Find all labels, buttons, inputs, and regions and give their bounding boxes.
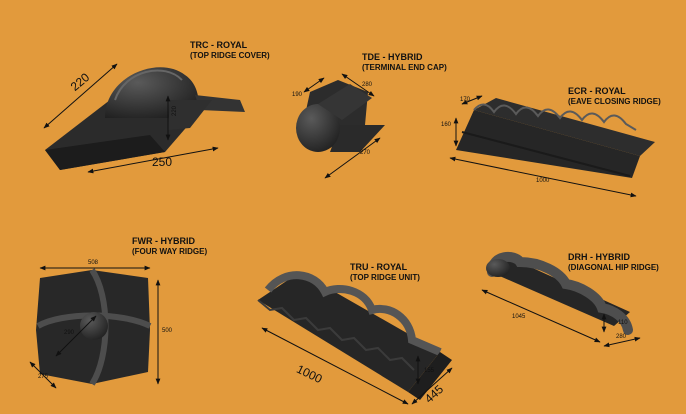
drh-dim-length: 1045 <box>512 314 526 320</box>
drh-label: DRH - HYBRID (DIAGONAL HIP RIDGE) <box>568 252 659 272</box>
ecr-tile <box>456 98 655 178</box>
trc-dim-width: 250 <box>152 155 173 169</box>
tde-dimension-lines <box>303 73 381 179</box>
ecr-dim-b: 160 <box>441 122 452 128</box>
trc-code: TRC - ROYAL <box>190 40 248 50</box>
ecr-label: ECR - ROYAL (EAVE CLOSING RIDGE) <box>568 86 661 106</box>
drh-dim-height: 110 <box>618 320 628 326</box>
trc-dimension-lines <box>43 63 219 174</box>
trc-name: (TOP RIDGE COVER) <box>190 50 270 60</box>
tru-tile <box>257 271 452 400</box>
tru-dimension-lines <box>261 327 453 405</box>
ecr-name: (EAVE CLOSING RIDGE) <box>568 96 661 106</box>
tde-dim-b: 280 <box>362 82 373 88</box>
fwr-dim-depth: 500 <box>162 328 173 334</box>
drh-dim-width: 280 <box>616 334 627 340</box>
fwr-name: (FOUR WAY RIDGE) <box>132 246 208 256</box>
ecr-dim-a: 170 <box>460 97 471 103</box>
trc-label: TRC - ROYAL (TOP RIDGE COVER) <box>190 40 270 60</box>
trc-dim-height: 220 <box>172 105 179 117</box>
tde-tile <box>296 80 385 152</box>
fwr-dim-diagonal: 290 <box>64 330 75 336</box>
drh-code: DRH - HYBRID <box>568 252 630 262</box>
fwr-code: FWR - HYBRID <box>132 236 195 246</box>
tde-label: TDE - HYBRID (TERMINAL END CAP) <box>362 52 447 72</box>
tde-code: TDE - HYBRID <box>362 52 423 62</box>
tde-name: (TERMINAL END CAP) <box>362 62 447 72</box>
drh-dimension-lines <box>481 289 641 348</box>
fwr-label: FWR - HYBRID (FOUR WAY RIDGE) <box>132 236 207 256</box>
ecr-dimension-lines <box>449 95 637 198</box>
tru-label: TRU - ROYAL (TOP RIDGE UNIT) <box>350 262 420 282</box>
tru-code: TRU - ROYAL <box>350 262 408 272</box>
fwr-dim-width: 508 <box>88 260 99 266</box>
tru-name: (TOP RIDGE UNIT) <box>350 272 420 282</box>
ecr-dim-length: 1000 <box>536 178 550 184</box>
drh-name: (DIAGONAL HIP RIDGE) <box>568 262 659 272</box>
fwr-dim-arm: 275 <box>38 374 49 380</box>
tru-dim-height: 155 <box>424 368 435 374</box>
fwr-tile <box>36 268 152 386</box>
fwr-dimension-lines <box>29 265 161 389</box>
tde-dim-a: 190 <box>292 92 303 98</box>
tde-dim-c: 270 <box>360 150 371 156</box>
ecr-code: ECR - ROYAL <box>568 86 626 96</box>
